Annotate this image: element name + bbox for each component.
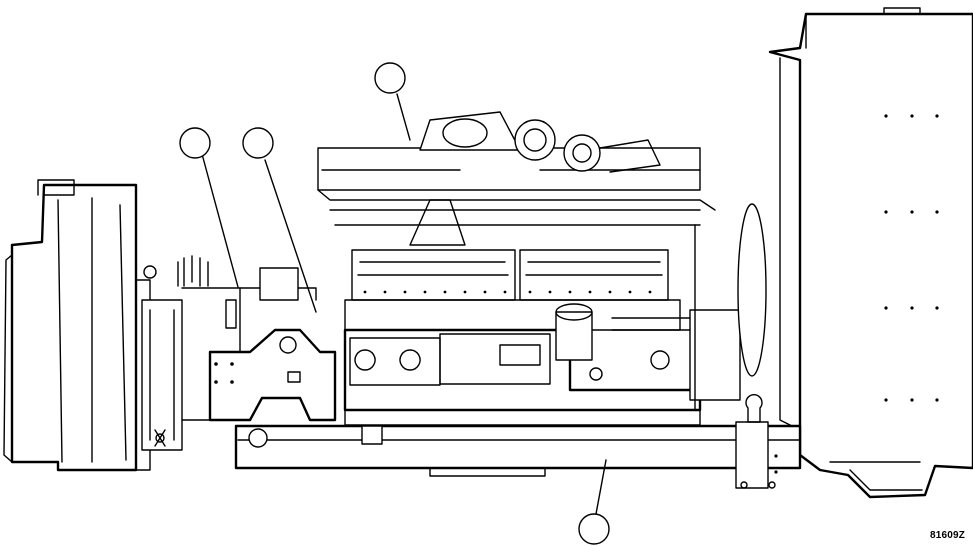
callout-balloon-1 — [179, 127, 211, 159]
valve-cover-bolts — [363, 290, 652, 294]
callout-balloon-2 — [242, 127, 274, 159]
front-accessories — [555, 203, 767, 411]
turbocharger-assembly — [317, 111, 716, 226]
callout-balloon-3 — [374, 62, 406, 94]
generator-assembly — [3, 179, 241, 472]
engine-block — [343, 328, 702, 426]
drawing-code: 81609Z — [930, 530, 966, 541]
radiator-assembly — [768, 7, 973, 499]
flywheel-housing — [208, 267, 337, 422]
callout-balloon-4 — [578, 513, 610, 545]
radiator-bolts — [884, 114, 939, 402]
base-frame — [234, 394, 802, 489]
callouts — [179, 62, 610, 545]
valve-covers — [344, 199, 681, 331]
